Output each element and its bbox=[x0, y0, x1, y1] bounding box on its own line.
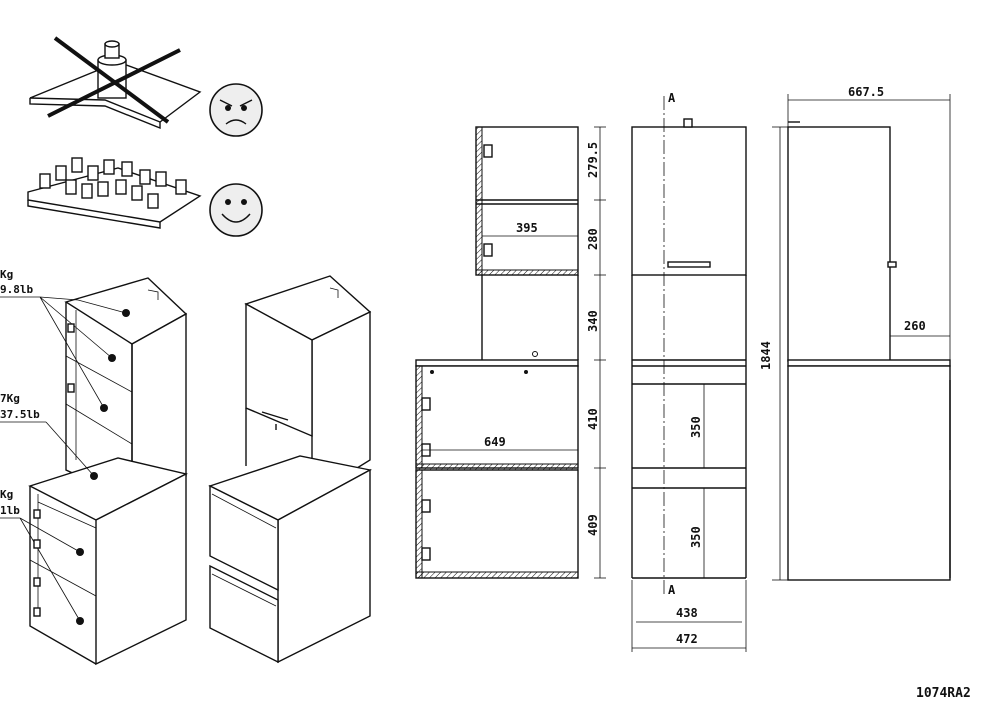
dim-height-5: 409 bbox=[586, 514, 600, 536]
dim-height-1: 279.5 bbox=[586, 142, 600, 178]
load-labels: Kg 9.8lb 7Kg 37.5lb Kg 1lb bbox=[0, 268, 46, 519]
load-label-top-kg: Kg bbox=[0, 268, 13, 281]
isometric-open-cabinet bbox=[19, 277, 189, 666]
dim-upper-inner-width: 395 bbox=[516, 221, 538, 235]
happy-face-icon bbox=[209, 183, 263, 237]
load-label-middle-lb: 37.5lb bbox=[0, 408, 40, 421]
isometric-closed-cabinet bbox=[208, 275, 373, 664]
dim-width-438: 438 bbox=[676, 606, 698, 620]
front-elevation: 395 649 279.5 280 340 410 409 bbox=[415, 126, 606, 579]
dim-upper-depth: 260 bbox=[904, 319, 926, 333]
angry-face-icon bbox=[209, 83, 263, 137]
dim-total-height: 1844 bbox=[759, 341, 773, 370]
wrong-load-illustration bbox=[29, 36, 202, 130]
dim-height-4: 410 bbox=[586, 408, 600, 430]
reference-code: 1074RA2 bbox=[916, 686, 971, 697]
load-label-bottom-lb: 1lb bbox=[0, 504, 20, 517]
dim-height-3: 340 bbox=[586, 310, 600, 332]
section-marker-top: A bbox=[668, 91, 676, 105]
dim-door-height-2: 350 bbox=[689, 526, 703, 548]
load-label-middle-kg: 7Kg bbox=[0, 392, 20, 405]
dim-front-inner-width: 649 bbox=[484, 435, 506, 449]
load-label-bottom-kg: Kg bbox=[0, 488, 13, 501]
dim-door-height-1: 350 bbox=[689, 416, 703, 438]
load-label-top-lb: 9.8lb bbox=[0, 283, 33, 296]
dim-width-472: 472 bbox=[676, 632, 698, 646]
dim-total-depth: 667.5 bbox=[848, 85, 884, 99]
section-view: A A 350 350 1844 438 472 bbox=[631, 91, 788, 652]
section-marker-bottom: A bbox=[668, 583, 676, 597]
correct-load-illustration bbox=[27, 157, 202, 229]
side-elevation: 667.5 260 bbox=[787, 85, 951, 581]
dim-height-2: 280 bbox=[586, 228, 600, 250]
